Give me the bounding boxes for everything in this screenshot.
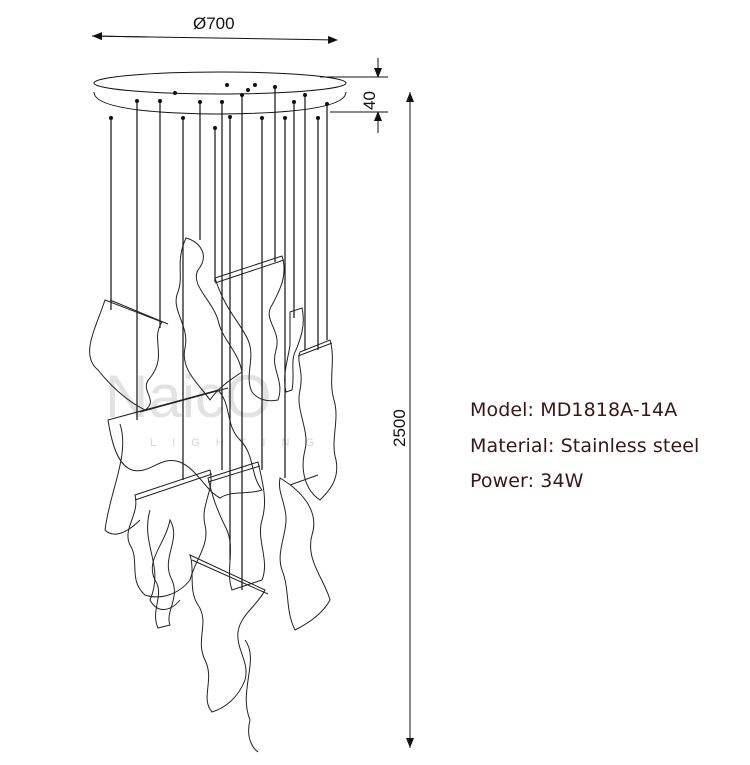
spec-material: Material: Stainless steel [470, 429, 699, 465]
wire-anchor-dot [292, 100, 296, 104]
pendant-10 [189, 554, 269, 753]
spec-power-label: Power: [470, 470, 535, 492]
pendant-11 [151, 518, 175, 629]
spec-power-value: 34W [540, 470, 584, 492]
wire-anchor-dot [181, 116, 185, 120]
spec-block: Model: MD1818A-14A Material: Stainless s… [470, 393, 699, 500]
watermark: NaicO LIGHTING [105, 363, 330, 449]
wire-anchor-dot [260, 116, 264, 120]
watermark-tagline: LIGHTING [150, 437, 330, 449]
wire-anchor-dot [246, 88, 250, 92]
wire-anchor-dot [135, 99, 139, 103]
watermark-wordmark: NaicO [105, 363, 272, 430]
wire-anchor-dot [109, 116, 113, 120]
pendant-2 [175, 237, 243, 401]
wire-anchor-dot [213, 126, 217, 130]
wire-anchor-dot [240, 93, 244, 97]
pendant-5 [297, 339, 338, 501]
wire-anchor-dot [198, 100, 202, 104]
wire-anchor-dot [173, 91, 177, 95]
spec-model: Model: MD1818A-14A [470, 393, 699, 429]
spec-model-label: Model: [470, 399, 535, 421]
wire-anchor-dot [303, 93, 307, 97]
spec-material-label: Material: [470, 434, 555, 457]
wire-anchor-dot [273, 85, 277, 89]
spec-power: Power: 34W [470, 464, 699, 500]
wire-anchor-dot [316, 116, 320, 120]
canopy-height-label: 40 [360, 91, 379, 110]
total-height-dimension: 2500 [390, 92, 414, 748]
spec-material-value: Stainless steel [560, 434, 700, 457]
pendant-9 [279, 474, 331, 631]
pendant-8 [127, 469, 213, 610]
pendant-3 [214, 255, 285, 402]
canopy [93, 71, 347, 115]
wire-anchor-dot [225, 83, 229, 87]
total-height-label: 2500 [390, 409, 409, 447]
suspension-wires [109, 83, 329, 590]
canopy-top [93, 71, 347, 95]
diameter-label: Ø700 [193, 14, 235, 33]
wire-anchor-dot [228, 115, 232, 119]
wire-anchor-dot [325, 102, 329, 106]
wire-anchor-dot [158, 99, 162, 103]
diameter-line-left [92, 32, 151, 41]
wire-anchor-dot [220, 100, 224, 104]
pendant-6 [104, 387, 263, 535]
wire-anchor-dot [283, 116, 287, 120]
canopy-body [93, 91, 347, 115]
wire-anchor-dot [253, 83, 257, 87]
pendant-7 [207, 461, 266, 591]
pendant-4 [284, 307, 304, 393]
canopy-height-dimension: 40 [320, 58, 388, 133]
glass-pendants [89, 237, 338, 753]
diameter-dimension: Ø700 [91, 14, 338, 44]
spec-model-value: MD1818A-14A [540, 399, 678, 421]
